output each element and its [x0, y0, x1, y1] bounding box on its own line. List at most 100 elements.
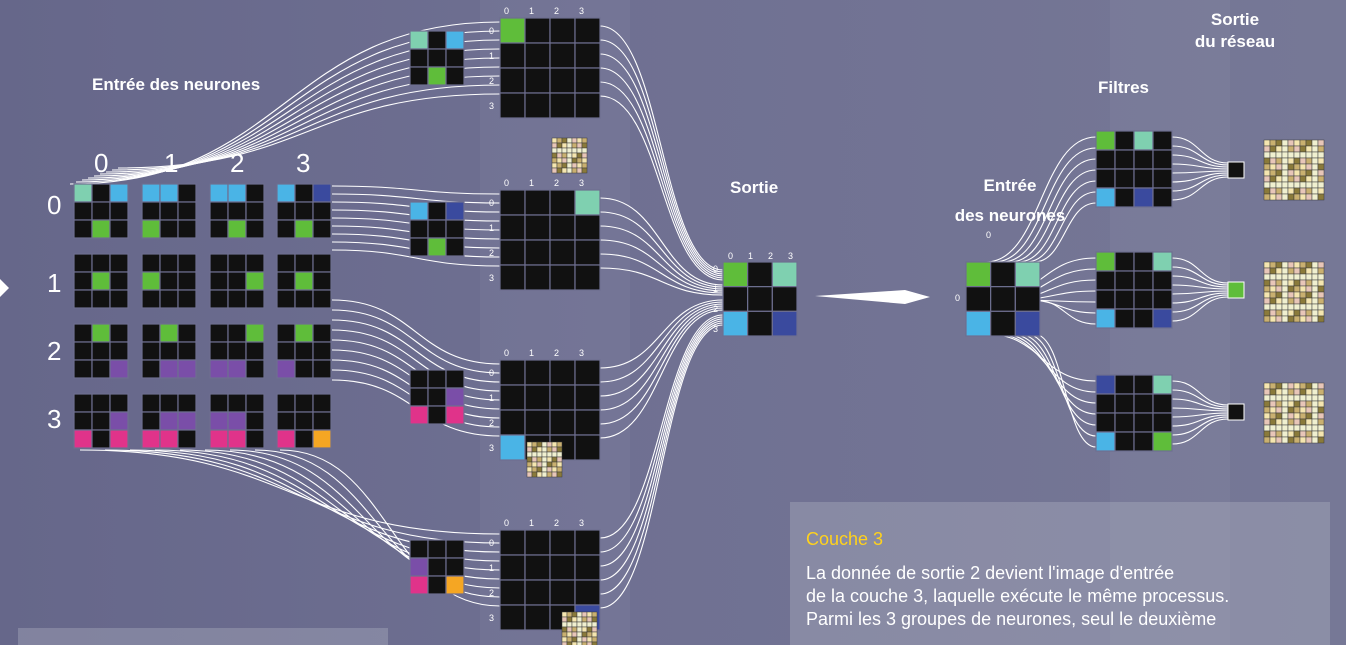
grid-cell [227, 289, 247, 309]
grid-cell [1152, 374, 1173, 395]
connection-line [599, 53, 724, 275]
grid-cell [141, 341, 161, 361]
grid-cell [227, 323, 247, 343]
grid-cell [109, 183, 129, 203]
grid-cell [276, 271, 296, 291]
tick-label: 1 [529, 6, 534, 16]
grid-cell [990, 310, 1016, 337]
grid-cell [177, 393, 197, 413]
tick-label: 0 [728, 251, 733, 261]
grid-cell [109, 289, 129, 309]
tick-label: 2 [768, 251, 773, 261]
tick-label: 3 [489, 101, 494, 111]
grid-cell [1133, 374, 1154, 395]
grid-cell [1014, 310, 1041, 337]
grid-cell [427, 48, 447, 68]
connection-line [79, 449, 501, 535]
filter-grid [409, 539, 465, 595]
connection-line [1033, 299, 1097, 325]
connection-line [1025, 191, 1097, 263]
grid-cell [177, 201, 197, 221]
connection-line [1025, 333, 1097, 437]
grid-cell [294, 393, 314, 413]
grid-cell [294, 183, 314, 203]
connection-line [599, 39, 724, 273]
grid-cell [312, 341, 332, 361]
grid-cell [209, 271, 229, 291]
input-neurons-label: Entrée des neurones [92, 75, 261, 94]
grid-cell [209, 341, 229, 361]
grid-cell [427, 369, 447, 389]
connection-line [1171, 398, 1229, 410]
input-neuron-grid [209, 183, 265, 239]
grid-cell [1114, 308, 1135, 329]
grid-cell [445, 201, 465, 221]
grid-cell [549, 359, 576, 386]
grid-cell [524, 579, 551, 606]
grid-cell [73, 359, 93, 379]
connection-line [599, 211, 724, 288]
grid-cell [227, 183, 247, 203]
grid-cell [1014, 261, 1041, 288]
grid-cell [549, 67, 576, 94]
grid-cell [524, 214, 551, 241]
grid-cell [524, 42, 551, 69]
grid-cell [312, 429, 332, 449]
info-line: Parmi les 3 groupes de neurones, seul le… [806, 609, 1217, 629]
grid-cell [445, 405, 465, 425]
tick-label: 0 [504, 178, 509, 188]
connection-line [599, 324, 724, 609]
filter-grid [409, 201, 465, 257]
network-output-cell [1227, 281, 1245, 299]
network-output-cell [1227, 403, 1245, 421]
tick-label: 0 [489, 198, 494, 208]
grid-cell [1133, 187, 1154, 208]
row-index-1: 1 [47, 268, 62, 298]
connection-line [1001, 158, 1097, 263]
grid-cell [209, 429, 229, 449]
grid-cell [109, 323, 129, 343]
grid-cell [276, 323, 296, 343]
grid-cell [276, 341, 296, 361]
output-label: Sortie [730, 178, 779, 197]
grid-cell [1152, 308, 1173, 329]
grid-cell [990, 286, 1016, 312]
grid-cell [294, 411, 314, 431]
grid-cell [1152, 149, 1173, 170]
grid-cell [445, 237, 465, 257]
grid-cell [245, 359, 265, 379]
grid-cell [1133, 308, 1154, 329]
grid-cell [549, 579, 576, 606]
grid-cell [177, 429, 197, 449]
grid-cell [524, 189, 551, 216]
grid-cell [1114, 251, 1135, 272]
tick-label: 1 [489, 393, 494, 403]
grid-cell [177, 219, 197, 239]
filter-matrix [1095, 374, 1173, 452]
right-input-line2: des neurones [954, 206, 1066, 225]
tick-label: 2 [489, 588, 494, 598]
output-grid [722, 261, 798, 337]
grid-cell [524, 384, 551, 411]
tick-label: 3 [713, 324, 718, 334]
grid-cell [574, 409, 601, 436]
grid-cell [1114, 168, 1135, 189]
grid-cell [91, 289, 111, 309]
tick-label: 3 [788, 251, 793, 261]
grid-cell [312, 201, 332, 221]
grid-cell [574, 189, 601, 216]
grid-cell [141, 429, 161, 449]
grid-cell [159, 289, 179, 309]
grid-cell [445, 387, 465, 407]
grid-cell [1114, 289, 1135, 310]
tick-label: 2 [489, 418, 494, 428]
grid-cell [771, 261, 798, 288]
connection-line [117, 93, 501, 169]
grid-cell [1095, 168, 1116, 189]
grid-cell [1114, 270, 1135, 291]
connection-line [331, 319, 501, 383]
grid-cell [159, 201, 179, 221]
grid-cell [427, 575, 447, 595]
